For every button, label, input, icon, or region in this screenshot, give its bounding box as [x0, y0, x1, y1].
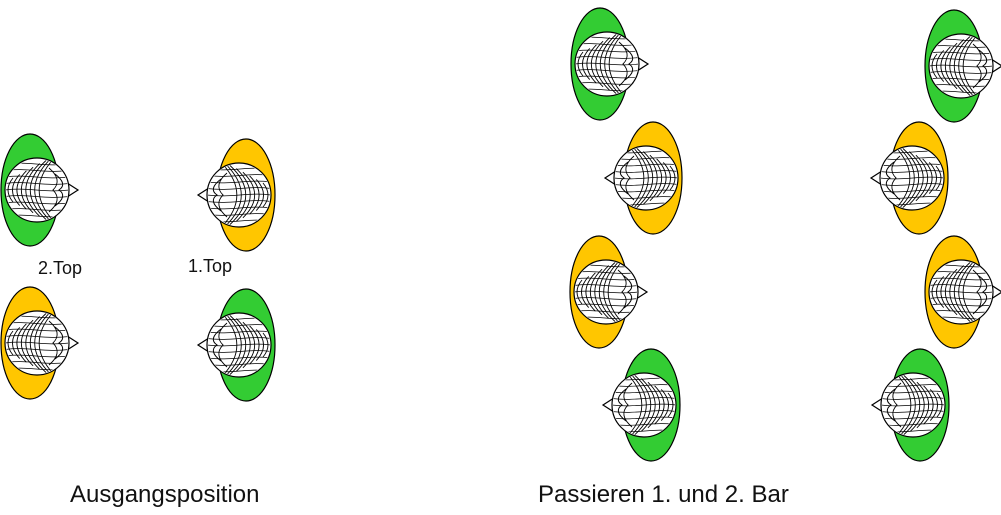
label-1-top: 1.Top — [188, 256, 233, 276]
caption-ausgangsposition: Ausgangsposition — [70, 481, 260, 508]
dancer-left-1-green-facing-right — [0, 133, 80, 247]
dancer-left-4-green-facing-left — [196, 288, 276, 402]
dancer-right-5-yellow-facing-right — [569, 235, 649, 349]
dancer-right-7-green-facing-left — [601, 348, 681, 462]
dancers-layer — [0, 7, 1001, 462]
dancer-left-3-yellow-facing-right — [0, 286, 80, 400]
dancer-left-2-yellow-facing-left — [196, 138, 276, 252]
dancer-right-3-yellow-facing-left — [603, 121, 683, 235]
dancer-right-8-green-facing-left — [870, 348, 950, 462]
dancer-right-6-yellow-facing-right — [924, 235, 1001, 349]
label-2-top: 2.Top — [38, 258, 83, 278]
caption-passieren: Passieren 1. und 2. Bar — [538, 481, 789, 508]
dancer-right-2-green-facing-right — [924, 9, 1001, 123]
dancer-right-4-yellow-facing-left — [869, 121, 949, 235]
dancer-right-1-green-facing-right — [570, 7, 650, 121]
